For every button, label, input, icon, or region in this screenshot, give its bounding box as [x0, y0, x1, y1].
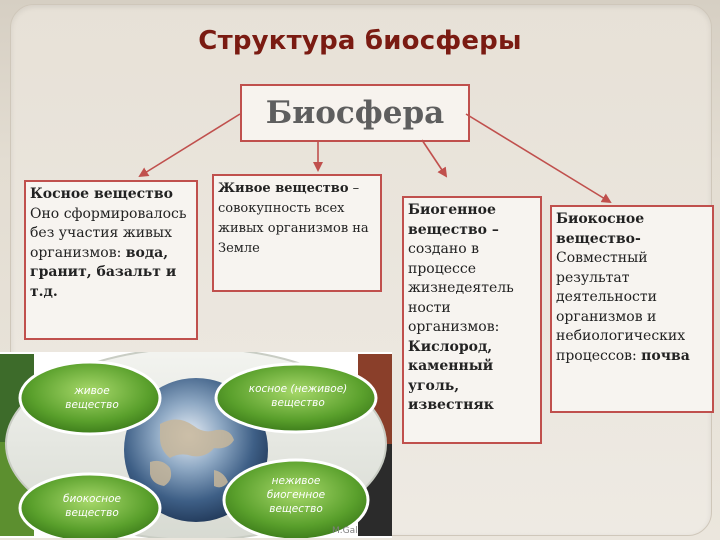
box-text-run: почва: [641, 347, 690, 364]
box-text-run: вода, гранит, базальт и т.д.: [30, 244, 177, 300]
biogenic-matter-box: Биогенное вещество – создано в процессе …: [402, 196, 542, 444]
watermark: M.Gal: [332, 526, 358, 536]
inert-matter-box: Косное вещество Оно сформировалось без у…: [24, 180, 198, 340]
illustration-svg: живое вещество косное (неживое) вещество…: [0, 352, 392, 538]
segment-bioinert-label-1: биокосное: [63, 493, 121, 505]
segment-biogenic-label-1: неживое: [272, 475, 321, 487]
continents: [150, 419, 234, 488]
segment-biogenic-label-3: вещество: [269, 503, 323, 515]
segment-biogenic-label-2: биогенное: [267, 489, 325, 501]
biosphere-box: Биосфера: [240, 84, 470, 142]
box-text-run: Косное вещество: [30, 186, 173, 202]
box-text-run: Биокосное вещество-: [556, 211, 645, 247]
segment-biogenic: [222, 458, 370, 538]
segment-inert-label-2: вещество: [271, 397, 325, 409]
box-text-run: Совместный результат деятельности органи…: [556, 250, 686, 364]
segment-living-label-2: вещество: [65, 399, 119, 411]
segment-living: [18, 360, 162, 436]
biosphere-illustration: живое вещество косное (неживое) вещество…: [0, 352, 392, 538]
segment-bioinert: [18, 472, 162, 538]
living-matter-box: Живое вещество – совокупность всех живых…: [212, 174, 382, 292]
box-text-run: Кислород, каменный уголь, известняк: [408, 338, 494, 414]
box-text-run: Биогенное вещество –: [408, 202, 499, 238]
box-text-run: Оно сформировалось без участия живых орг…: [30, 205, 187, 261]
bioinert-matter-box: Биокосное вещество- Совместный результат…: [550, 205, 714, 413]
segment-inert: [214, 362, 378, 434]
box-text-run: создано в процессе жизнедеятель ности ор…: [408, 241, 514, 335]
biosphere-label: Биосфера: [265, 95, 445, 131]
slide-title: Структура биосферы: [198, 26, 522, 56]
segment-inert-label-1: косное (неживое): [249, 383, 348, 395]
box-text-run: – совокупность всех живых организмов на …: [218, 181, 369, 256]
box-text-run: Живое вещество: [218, 181, 349, 196]
segment-bioinert-label-2: вещество: [65, 507, 119, 519]
segment-living-label-1: живое: [73, 385, 109, 397]
